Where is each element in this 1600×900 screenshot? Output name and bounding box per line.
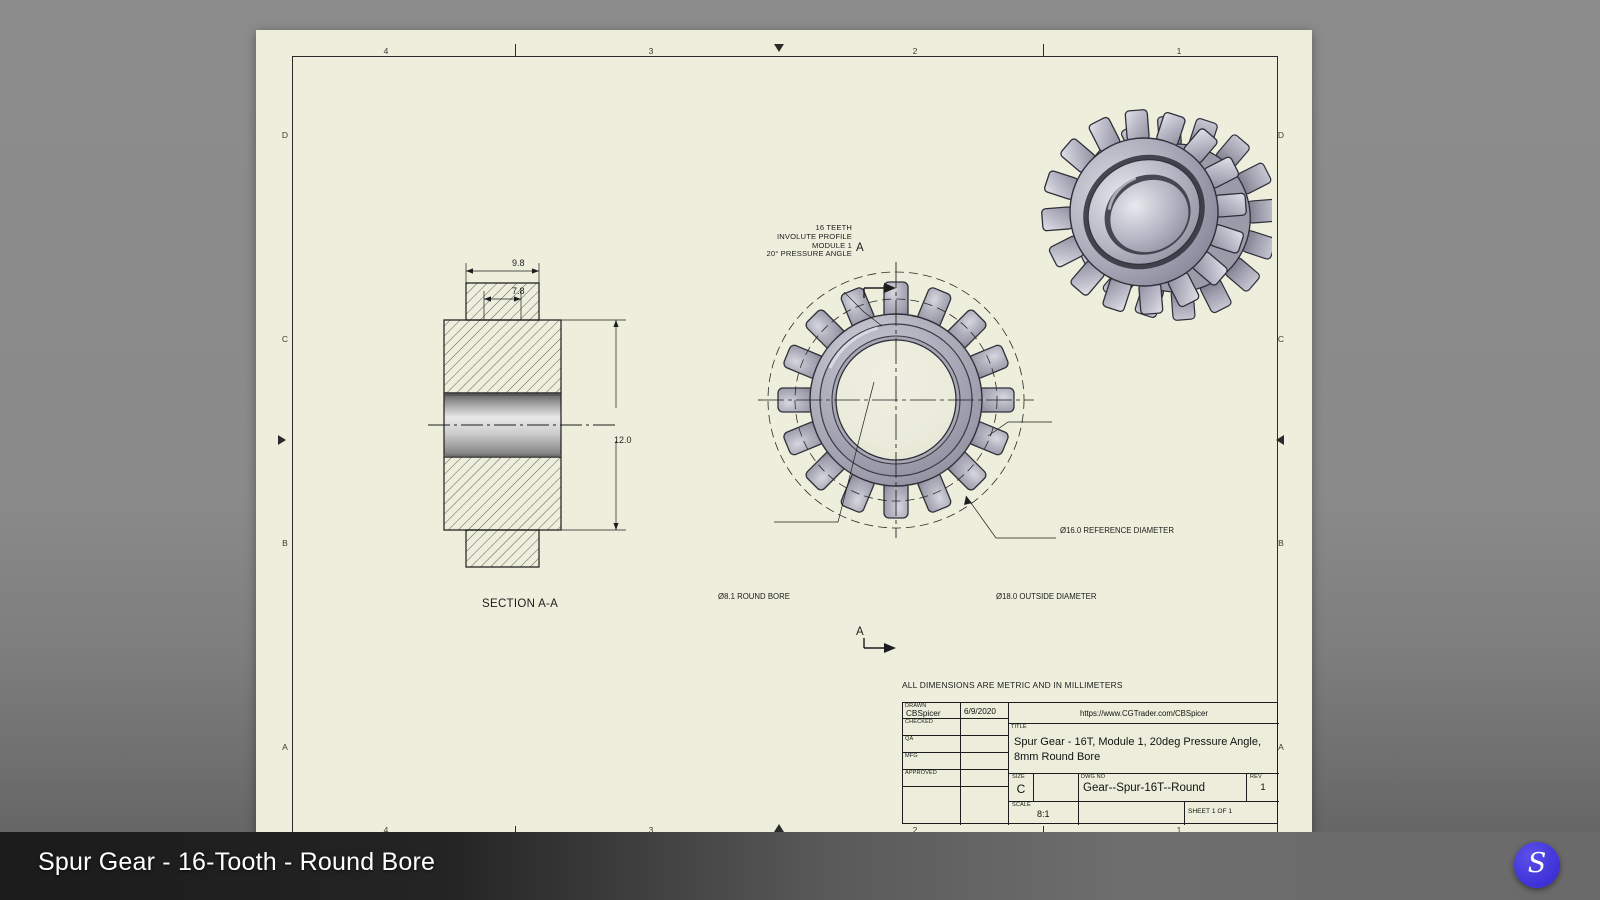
- zone-left-c: C: [281, 334, 289, 344]
- zone-right-a: A: [1278, 742, 1284, 752]
- tb-cell-approved: APPROVED: [903, 770, 961, 787]
- gear-spec-note: 16 TEETH INVOLUTE PROFILE MODULE 1 20° P…: [726, 223, 852, 259]
- gear-isometric-view: [1041, 109, 1272, 321]
- tb-label-dwg-no: DWG NO: [1081, 774, 1106, 780]
- tb-cell-scale: SCALE 8:1: [1009, 802, 1079, 825]
- tb-label-scale: SCALE: [1012, 802, 1031, 808]
- tb-label-qa: QA: [905, 736, 914, 742]
- tb-value-drawn-date: 6/9/2020: [964, 707, 996, 716]
- zone-bottom-2: 2: [912, 825, 918, 835]
- callout-reference-diameter: Ø16.0 REFERENCE DIAMETER: [1060, 526, 1174, 535]
- zone-right-c: C: [1277, 334, 1285, 344]
- tb-value-title: Spur Gear - 16T, Module 1, 20deg Pressur…: [1014, 736, 1262, 763]
- zone-bottom-4: 4: [383, 825, 389, 835]
- tb-cell-title: TITLE Spur Gear - 16T, Module 1, 20deg P…: [1009, 724, 1279, 774]
- tb-label-title: TITLE: [1011, 724, 1027, 730]
- drawing-sheet-canvas: 4 3 2 1 4 3 2 1 D C B A D C B A: [256, 30, 1312, 850]
- banner-title: Spur Gear - 16-Tooth - Round Bore: [38, 848, 436, 876]
- zone-arrow-left-center: [278, 435, 286, 445]
- tb-label-checked: CHECKED: [905, 719, 934, 725]
- section-dim-9-8: 9.8: [512, 258, 525, 268]
- zone-top-3: 3: [648, 46, 654, 56]
- zone-arrow-right-center: [1276, 435, 1284, 445]
- callout-outside-diameter: Ø18.0 OUTSIDE DIAMETER: [996, 592, 1097, 601]
- tb-label-rev: REV: [1250, 774, 1262, 780]
- section-cut-markers: [863, 283, 896, 653]
- tb-cell-dwg-no: DWG NO Gear--Spur-16T--Round: [1079, 774, 1247, 802]
- section-dim-7-8: 7.8: [512, 286, 525, 296]
- tb-cell-drawn: DRAWN CBSpicer: [903, 703, 961, 719]
- tb-label-drawn: DRAWN: [905, 703, 927, 709]
- spec-line-profile: INVOLUTE PROFILE: [777, 231, 852, 241]
- gear-front-view-drawing: [758, 262, 1056, 539]
- tb-cell-qa: QA: [903, 736, 961, 753]
- tb-label-approved: APPROVED: [905, 770, 937, 776]
- metric-note: ALL DIMENSIONS ARE METRIC AND IN MILLIME…: [902, 680, 1123, 690]
- section-dim-12-0: 12.0: [614, 435, 632, 445]
- tb-cell-drawn-date: 6/9/2020: [961, 703, 1009, 719]
- tb-cell-rev: REV 1: [1247, 774, 1279, 802]
- tb-cell-checked-date: [961, 719, 1009, 736]
- tb-cell-approved-date: [961, 770, 1009, 787]
- zone-top-4: 4: [383, 46, 389, 56]
- tb-value-drawn: CBSpicer: [906, 709, 941, 718]
- section-view-caption: SECTION A-A: [482, 598, 559, 610]
- tb-label-size: SIZE: [1012, 774, 1025, 780]
- tb-cell-blank-left-date: [961, 787, 1009, 825]
- tb-value-size: C: [1016, 782, 1026, 796]
- zone-arrow-bottom-center: [774, 824, 784, 832]
- zone-right-d: D: [1277, 130, 1285, 140]
- drawing-sheet[interactable]: 4 3 2 1 4 3 2 1 D C B A D C B A: [256, 30, 1312, 850]
- gear-teeth: [758, 262, 1034, 538]
- tb-cell-size: SIZE C: [1009, 774, 1034, 802]
- tb-value-dwg-no: Gear--Spur-16T--Round: [1083, 782, 1206, 794]
- tb-cell-blank-left: [903, 787, 961, 825]
- zone-arrow-top-center: [774, 44, 784, 52]
- title-block[interactable]: DRAWN CBSpicer 6/9/2020 CHECKED QA MF: [902, 702, 1279, 825]
- zone-right-b: B: [1278, 538, 1284, 548]
- zone-left-d: D: [281, 130, 289, 140]
- zone-bottom-3: 3: [648, 825, 654, 835]
- tb-cell-checked: CHECKED: [903, 719, 961, 736]
- tb-value-sheet: 1: [1211, 808, 1216, 815]
- tb-value-company-url: https://www.CGTrader.com/CBSpicer: [1080, 708, 1208, 718]
- tb-cell-company-url[interactable]: https://www.CGTrader.com/CBSpicer: [1009, 703, 1279, 724]
- tb-cell-size-spacer: [1034, 774, 1079, 802]
- tb-cell-scale-spacer: [1079, 802, 1185, 825]
- zone-left-b: B: [282, 538, 288, 548]
- bottom-banner: Spur Gear - 16-Tooth - Round Bore S: [0, 832, 1600, 900]
- tb-value-rev: 1: [1260, 782, 1266, 793]
- spec-line-pressure-angle: 20° PRESSURE ANGLE: [766, 249, 852, 259]
- zone-top-2: 2: [912, 46, 918, 56]
- zone-left-a: A: [282, 742, 288, 752]
- tb-value-scale: 8:1: [1037, 809, 1050, 819]
- tb-cell-mfg-date: [961, 753, 1009, 770]
- zone-top-1: 1: [1176, 46, 1182, 56]
- logo-glyph: S: [1527, 848, 1547, 879]
- zone-bottom-1: 1: [1176, 825, 1182, 835]
- zone-tick-top-b: [1043, 44, 1044, 56]
- tb-label-sheet: SHEET: [1188, 808, 1210, 815]
- section-view-drawing: [428, 263, 626, 568]
- callout-round-bore: Ø8.1 ROUND BORE: [718, 592, 790, 601]
- tb-value-sheet-total: 1: [1228, 808, 1233, 815]
- tb-cell-mfg: MFG: [903, 753, 961, 770]
- tb-cell-qa-date: [961, 736, 1009, 753]
- zone-tick-top-a: [515, 44, 516, 56]
- section-letter-top: A: [856, 242, 864, 254]
- spec-line-module: MODULE 1: [811, 240, 852, 250]
- tb-cell-sheet: SHEET 1 OF 1: [1185, 802, 1279, 825]
- spec-line-teeth: 16 TEETH: [815, 223, 852, 232]
- tb-label-mfg: MFG: [905, 753, 918, 759]
- section-letter-bottom: A: [856, 626, 864, 638]
- cgtrader-logo-icon[interactable]: S: [1514, 842, 1560, 888]
- tb-label-sheet-of: OF: [1217, 808, 1227, 815]
